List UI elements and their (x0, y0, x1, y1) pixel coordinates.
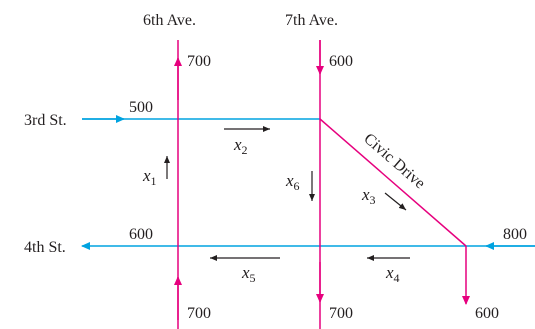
flow-3rd-st-left: 500 (129, 99, 153, 116)
flow-4th-st-right: 800 (503, 226, 527, 243)
flow-civic-bottom: 600 (475, 305, 499, 322)
variable-x4-label: x4 (385, 263, 400, 285)
variable-x6-label: x6 (285, 171, 300, 193)
variable-x1-label: x1 (142, 166, 157, 188)
sixth-avenue-label: 6th Ave. (143, 12, 196, 29)
seventh-avenue-label: 7th Ave. (285, 12, 338, 29)
flow-6th-ave-top: 700 (187, 53, 211, 70)
flow-7th-ave-bottom: 700 (329, 305, 353, 322)
variable-x3-label: x3 (361, 185, 376, 207)
fourth-street-label: 4th St. (24, 239, 66, 256)
flow-6th-ave-bottom: 700 (187, 305, 211, 322)
flow-7th-ave-top: 600 (329, 53, 353, 70)
x3-direction-arrow (384, 192, 407, 211)
variable-x5-label: x5 (241, 263, 256, 285)
third-street-label: 3rd St. (24, 112, 67, 129)
flow-4th-st-left: 600 (129, 226, 153, 243)
civic-drive-line (319, 118, 467, 247)
variable-x2-label: x2 (233, 135, 248, 157)
